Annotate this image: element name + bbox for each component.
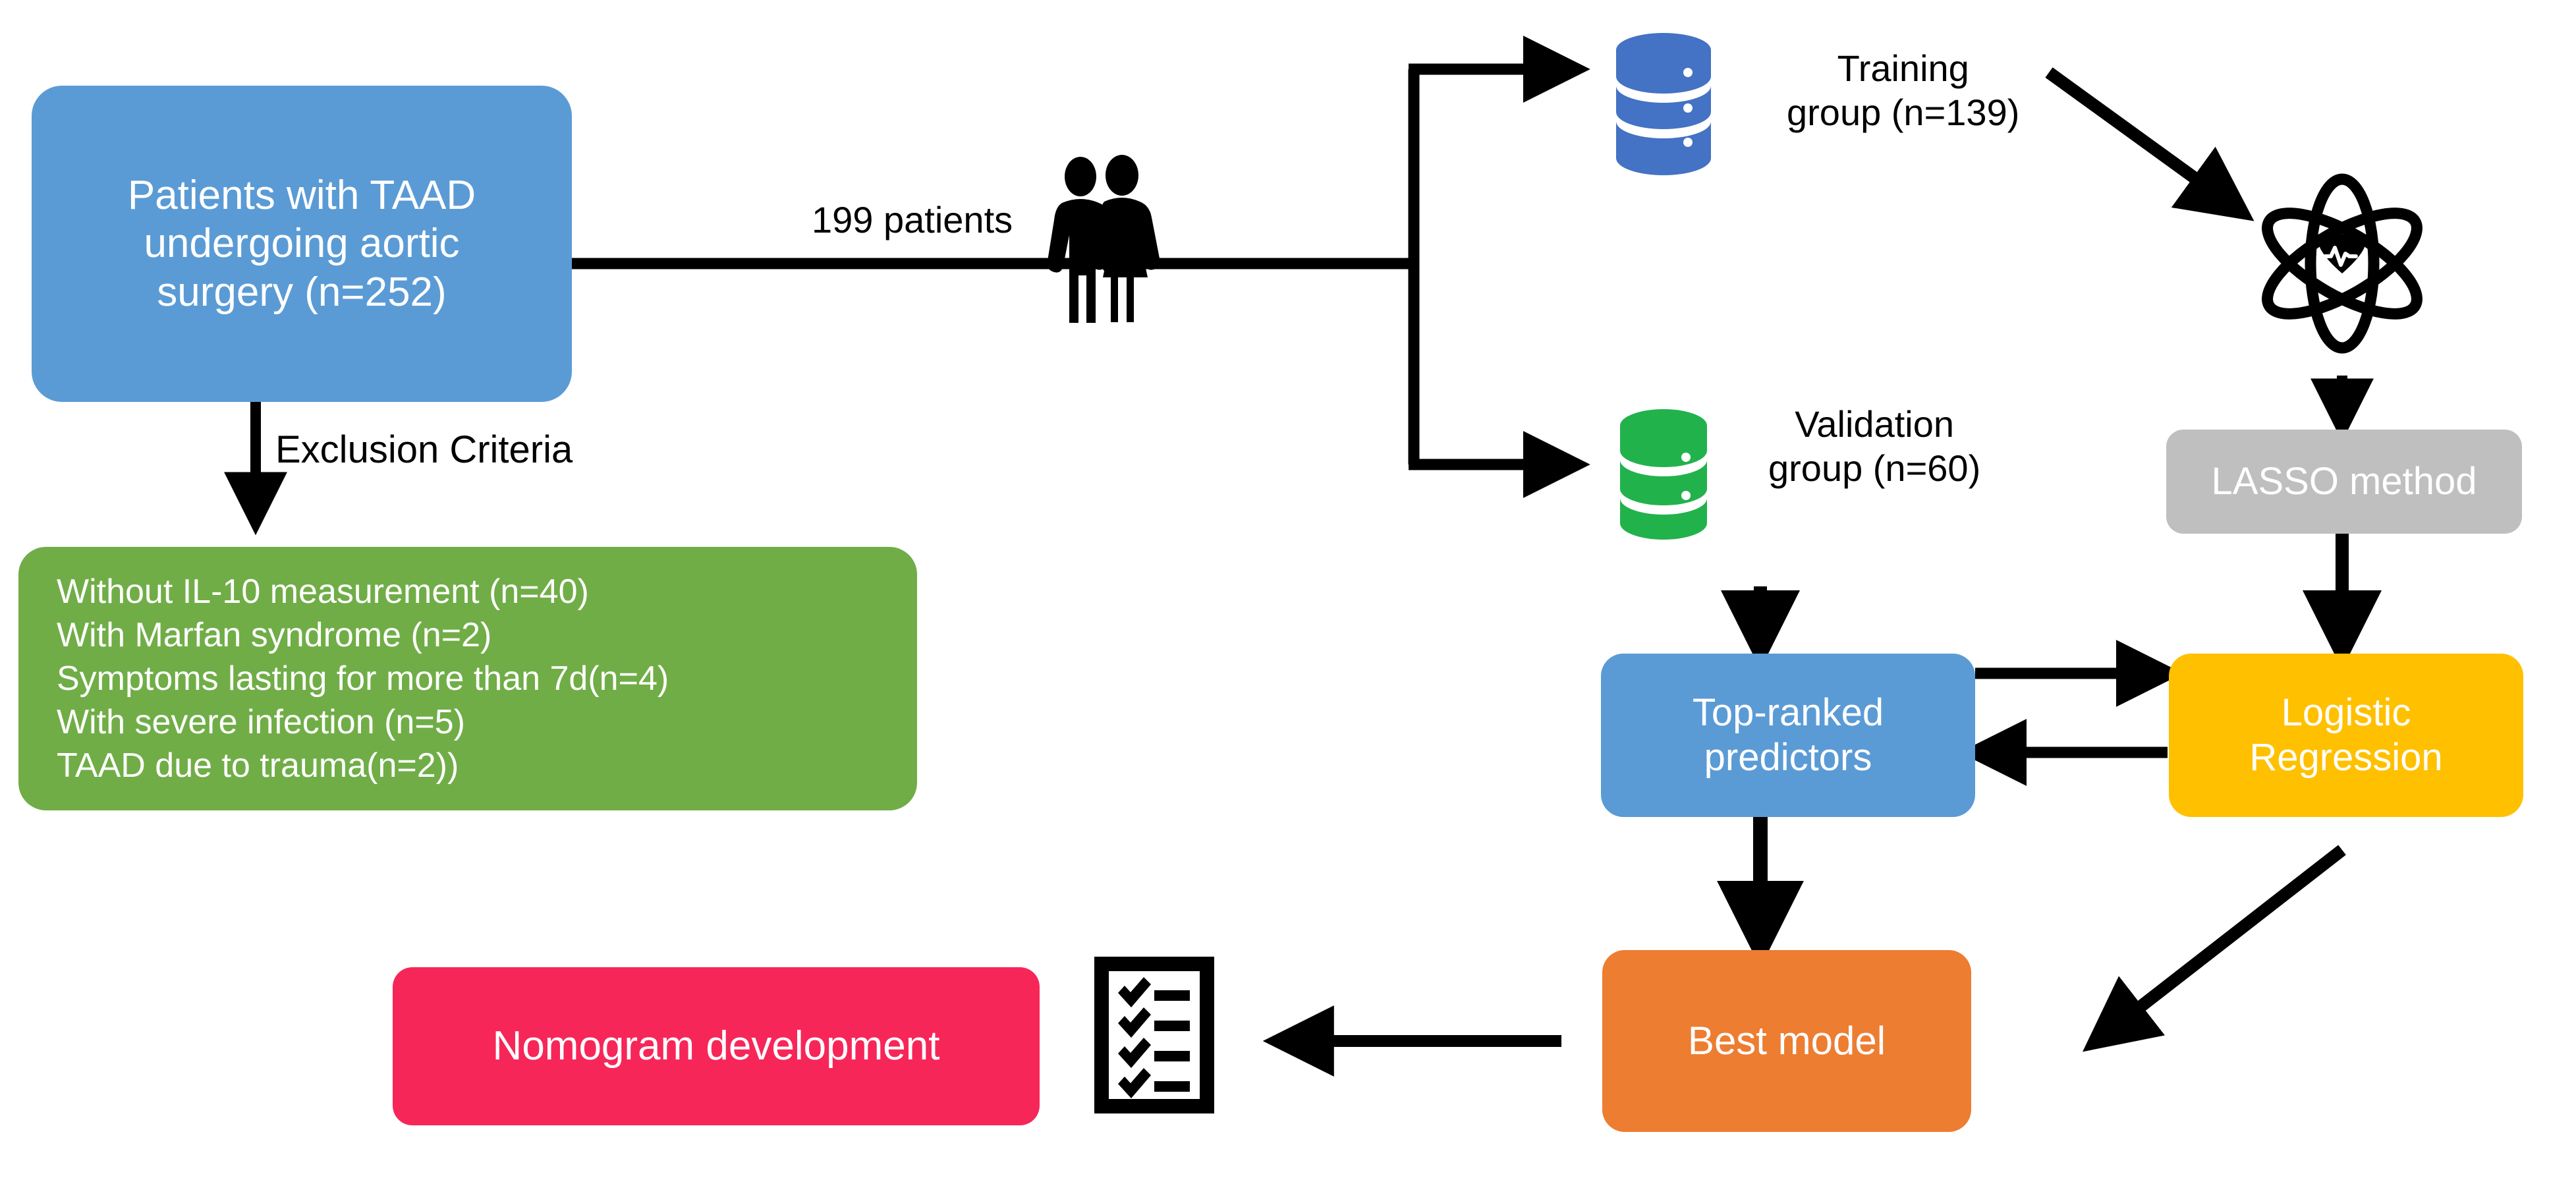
arrow-logistic-to-bestmodel — [2083, 845, 2346, 1052]
node-logistic-regression-label: Logistic Regression — [2249, 690, 2443, 779]
checklist-clipboard-icon — [1094, 957, 1214, 1113]
label-exclusion-criteria: Exclusion Criteria — [275, 428, 573, 471]
exclusion-line-4: With severe infection (n=5) — [57, 703, 465, 741]
node-best-model[interactable]: Best model — [1602, 950, 1971, 1132]
node-top-ranked-predictors-label: Top-ranked predictors — [1692, 690, 1884, 779]
node-cohort[interactable]: Patients with TAAD undergoing aortic sur… — [32, 86, 572, 402]
exclusion-line-1: Without IL-10 measurement (n=40) — [57, 573, 589, 611]
label-training-group: Training group (n=139) — [1787, 47, 2020, 134]
exclusion-line-5: TAAD due to trauma(n=2)) — [57, 746, 459, 785]
node-top-ranked-predictors[interactable]: Top-ranked predictors — [1601, 654, 1975, 817]
node-best-model-label: Best model — [1687, 1018, 1886, 1063]
node-exclusion-criteria[interactable]: Without IL-10 measurement (n=40) With Ma… — [18, 547, 917, 810]
arrow-training-to-atom — [2045, 67, 2254, 221]
exclusion-line-2: With Marfan syndrome (n=2) — [57, 616, 492, 654]
node-nomogram-development[interactable]: Nomogram development — [393, 967, 1040, 1125]
node-lasso-method[interactable]: LASSO method — [2166, 430, 2522, 534]
node-logistic-regression[interactable]: Logistic Regression — [2169, 654, 2523, 817]
database-cylinder-blue-icon — [1616, 33, 1711, 175]
label-patients-count: 199 patients — [812, 199, 1013, 240]
exclusion-line-3: Symptoms lasting for more than 7d(n=4) — [57, 660, 669, 698]
node-cohort-label: Patients with TAAD undergoing aortic sur… — [127, 173, 476, 315]
label-validation-group: Validation group (n=60) — [1768, 403, 1981, 490]
people-pair-icon — [1047, 155, 1160, 323]
database-cylinder-green-icon — [1620, 409, 1707, 540]
node-lasso-method-label: LASSO method — [2211, 459, 2477, 503]
atom-heartbeat-icon — [2262, 173, 2422, 354]
node-nomogram-development-label: Nomogram development — [492, 1023, 940, 1069]
line-cohort-to-splitter — [572, 69, 1420, 464]
